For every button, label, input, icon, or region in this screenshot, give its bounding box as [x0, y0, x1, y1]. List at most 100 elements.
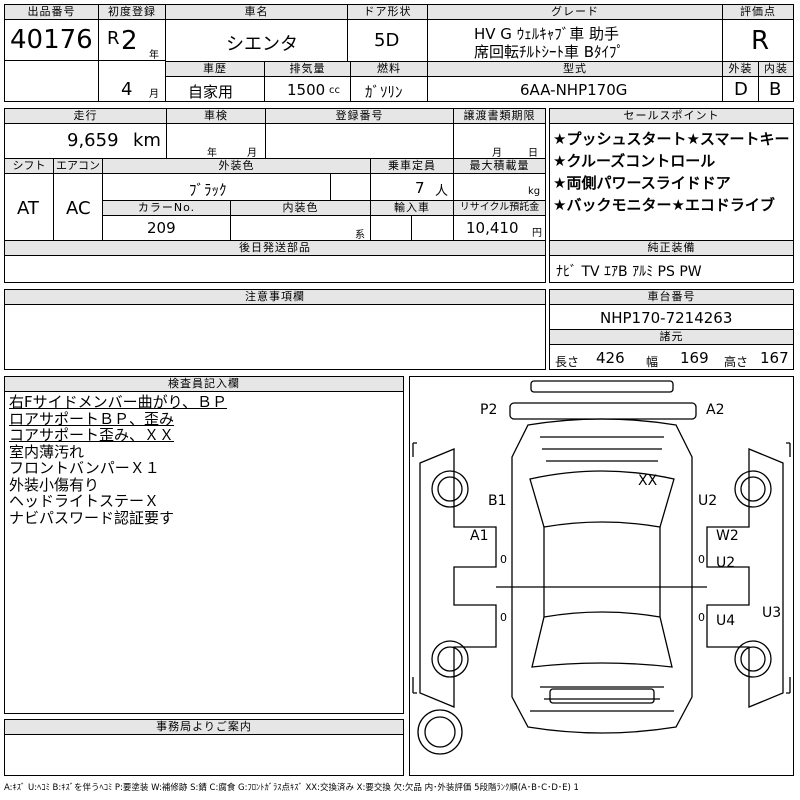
door-cell: 5D	[347, 19, 428, 62]
inspector-line: フロントバンパーＸ１	[9, 459, 160, 477]
fuel-cell: ｶﾞｿﾘﾝ	[350, 76, 428, 102]
load-label: 最大積載量	[453, 158, 546, 174]
transfer-label: 譲渡書類期限	[453, 108, 546, 124]
color-no-cell: 209	[102, 215, 231, 241]
mark-zero: 0	[500, 611, 507, 624]
ext-color-cell: ﾌﾞﾗｯｸ	[102, 173, 331, 201]
import-label: 輸入車	[370, 200, 454, 216]
mileage: 9,659	[67, 130, 119, 151]
shift-label: シフト	[4, 158, 54, 174]
first-reg-label: 初度登録	[98, 4, 166, 20]
lot-no-cell: 40176	[4, 19, 99, 61]
fuel: ｶﾞｿﾘﾝ	[365, 83, 403, 101]
history-label: 車歴	[165, 61, 265, 77]
sales-point-line: ★両側パワースライドドア	[553, 174, 731, 192]
sales-points-list: ★プッシュスタート★スマートキー ★クルーズコントロール ★両側パワースライドド…	[553, 128, 789, 216]
ext-grade: D	[734, 79, 748, 100]
model: 6AA-NHP170G	[520, 81, 628, 99]
mark-a1: A1	[470, 528, 488, 544]
int-grade: B	[769, 79, 782, 100]
mileage-cell: 9,659 km	[4, 123, 167, 159]
transfer-day-unit: 日	[528, 148, 538, 159]
int-grade-label: 内装	[758, 61, 794, 77]
inspector-label: 検査員記入欄	[4, 376, 404, 392]
specs-cell: 長さ 426 幅 169 高さ 167	[549, 344, 794, 370]
year-unit: 年	[149, 50, 159, 61]
capacity-label: 乗車定員	[370, 158, 454, 174]
later-parts-cell	[4, 255, 546, 283]
height-label: 高さ	[724, 355, 749, 369]
history: 自家用	[188, 83, 234, 101]
reg-month: 4	[121, 79, 133, 100]
later-parts-label: 後日発送部品	[4, 240, 546, 256]
first-reg-cell: R 2 年	[98, 19, 166, 61]
mark-u4: U4	[716, 613, 735, 629]
load-cell: kg	[453, 173, 546, 201]
recycle: 10,410	[466, 219, 519, 237]
reg-no-label: 登録番号	[265, 108, 454, 124]
mark-xx: XX	[638, 473, 658, 489]
chassis-label: 車台番号	[549, 289, 794, 305]
score-label: 評価点	[722, 4, 794, 20]
lot-no-blank-cell	[4, 60, 99, 102]
sales-point-line: ★クルーズコントロール	[553, 152, 716, 170]
sales-point-line: ★プッシュスタート★スマートキー	[553, 130, 790, 148]
car-diagram: P2 A2 XX B1 U2 A1 W2 U2 U4 U3 0 0 0 0	[409, 376, 794, 776]
width: 169	[680, 349, 709, 367]
grade-cell: HV G ｳｪﾙｷｬﾌﾞ車 助手 席回転ﾁﾙﾄｼｰﾄ車 Bﾀｲﾌﾟ	[427, 19, 723, 62]
inspector-line: ヘッドライトステーＸ	[9, 492, 160, 510]
door: 5D	[374, 30, 400, 51]
car-name: シエンタ	[226, 34, 298, 55]
length-label: 長さ	[555, 355, 580, 369]
notes-cell	[4, 304, 546, 370]
displacement: 1500	[287, 81, 326, 99]
inspector-line: ロアサポートＢＰ、歪み	[9, 409, 175, 428]
grade-line1: HV G ｳｪﾙｷｬﾌﾞ車 助手	[474, 25, 619, 43]
mileage-label: 走行	[4, 108, 167, 124]
specs-label: 諸元	[549, 329, 794, 345]
score: R	[751, 26, 770, 56]
sales-points-cell	[549, 123, 794, 241]
ac-cell: AC	[53, 173, 103, 241]
ext-color-label: 外装色	[102, 158, 371, 174]
door-label: ドア形状	[347, 4, 428, 20]
genuine-equip-label: 純正装備	[549, 240, 794, 256]
int-color-label: 内装色	[230, 200, 371, 216]
grade-line2: 席回転ﾁﾙﾄｼｰﾄ車 Bﾀｲﾌﾟ	[474, 43, 625, 61]
history-cell: 自家用	[165, 76, 265, 102]
transfer-cell: 月 日	[453, 123, 546, 159]
chassis-cell: NHP170-7214263	[549, 304, 794, 330]
inspector-cell	[4, 391, 404, 714]
mileage-unit: km	[133, 130, 161, 151]
displacement-unit: cc	[329, 85, 340, 96]
fuel-label: 燃料	[350, 61, 428, 77]
mark-p2: P2	[480, 402, 497, 418]
mark-u2-upper: U2	[698, 493, 717, 509]
inspector-line: 外装小傷有り	[9, 475, 100, 494]
ac-label: エアコン	[53, 158, 103, 174]
lot-no-label: 出品番号	[4, 4, 99, 20]
height: 167	[760, 349, 789, 367]
score-cell: R	[722, 19, 794, 62]
ext-color: ﾌﾞﾗｯｸ	[189, 181, 227, 199]
capacity-unit: 人	[435, 184, 449, 199]
car-name-cell: シエンタ	[165, 19, 348, 62]
transfer-month-unit: 月	[492, 148, 502, 159]
inspection-year-unit: 年	[207, 148, 217, 159]
genuine-equip: ﾅﾋﾞ TV ｴｱB ｱﾙﾐ PS PW	[556, 264, 702, 280]
capacity-cell: 7 人	[370, 173, 454, 201]
inspector-lines: 右Fサイドメンバー曲がり、ＢＰ ロアサポートＢＰ、歪み コアサポート歪み、ＸＸ …	[9, 394, 227, 526]
inspection-cell: 年 月	[166, 123, 266, 159]
inspector-line: ナビパスワード認証要す	[9, 508, 175, 527]
inspector-line: コアサポート歪み、ＸＸ	[9, 426, 175, 444]
capacity: 7	[415, 179, 425, 197]
mark-zero: 0	[698, 611, 705, 624]
mark-b1: B1	[488, 493, 507, 509]
color-no: 209	[147, 219, 176, 237]
mark-w2: W2	[716, 528, 739, 544]
width-label: 幅	[646, 355, 659, 369]
displacement-label: 排気量	[264, 61, 351, 77]
model-cell: 6AA-NHP170G	[427, 76, 723, 102]
era: R	[107, 28, 120, 49]
lot-no: 40176	[10, 25, 93, 55]
